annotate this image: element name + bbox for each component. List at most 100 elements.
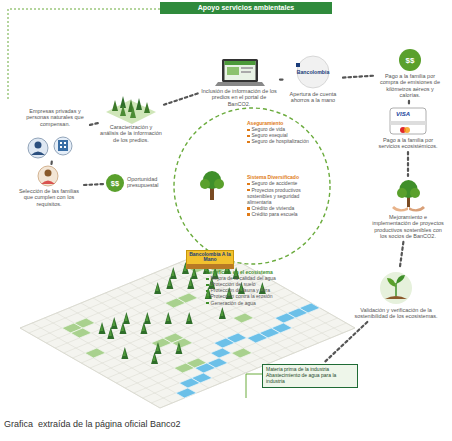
list-item: Mejora de la calidad del agua — [206, 275, 302, 281]
bullet — [206, 290, 209, 293]
list-item: Generación de agua — [206, 300, 302, 306]
tree — [177, 344, 180, 351]
bullet — [206, 284, 209, 287]
dashed-connector — [408, 101, 410, 104]
process-step: Empresas privadas y personas naturales q… — [22, 108, 88, 157]
tree — [121, 347, 128, 359]
tree — [186, 312, 193, 324]
green-cell — [74, 318, 95, 328]
process-step: Mejoramiento e implementación de proyect… — [372, 178, 444, 240]
tree-hands-icon — [410, 188, 420, 198]
company-icons — [60, 146, 62, 148]
tree — [171, 269, 174, 276]
tree — [123, 349, 126, 356]
tree-hands-icon — [392, 206, 408, 212]
tree-crown — [214, 179, 224, 189]
tree — [99, 322, 106, 334]
icon-label: VISA — [393, 111, 413, 117]
node-text: Mejoramiento e implementación de proyect… — [372, 214, 444, 240]
node-text: Bancolombia A la Mano — [189, 252, 231, 264]
node-text: Beneficios en el ecosistema — [206, 269, 273, 275]
icon-label: $$ — [399, 56, 421, 65]
river-cell — [275, 313, 296, 323]
node-text: Inclusión de información de los predios … — [200, 88, 278, 107]
node-text: Seguro de accidente — [252, 180, 298, 186]
laptop-icon — [225, 61, 256, 80]
dashed-connector — [400, 242, 404, 268]
seedling-icon — [380, 272, 412, 304]
green-cell — [233, 313, 254, 323]
node-text: Apertura de cuenta ahorros a la mano — [285, 91, 341, 104]
dashed-connector — [343, 76, 374, 78]
person-icon — [38, 166, 58, 186]
bank-icon — [296, 63, 300, 67]
tree — [154, 282, 161, 294]
tree — [123, 312, 130, 324]
company-icons — [31, 152, 45, 156]
card-icon — [390, 108, 426, 134]
process-step: Apertura de cuenta ahorros a la mano — [285, 55, 341, 104]
company-icons — [54, 137, 72, 155]
seedling-icon — [380, 272, 412, 304]
bullet — [247, 189, 250, 192]
tree — [154, 342, 161, 354]
card-icon — [404, 127, 410, 133]
tree — [219, 307, 226, 319]
forest-icon — [120, 105, 126, 116]
tree — [144, 312, 151, 324]
list-item: Protección contra la erosión — [206, 293, 302, 299]
tree — [107, 327, 114, 339]
tree — [192, 269, 195, 276]
bullet — [247, 135, 250, 138]
tree — [168, 279, 171, 286]
tree — [111, 317, 118, 329]
tree — [151, 352, 158, 364]
grid-line — [151, 323, 346, 403]
person-icon — [41, 181, 55, 185]
tree-hands-icon — [392, 180, 425, 212]
frame-line — [246, 374, 262, 398]
river-cell — [179, 378, 200, 388]
green-cell — [172, 338, 193, 348]
laptop-icon — [225, 61, 256, 65]
person-icon — [38, 166, 58, 186]
list-item: Proyectos productivos sostenibles y segu… — [247, 187, 319, 205]
forest-icon — [144, 102, 150, 113]
dashed-connector — [50, 160, 53, 165]
grid-line — [57, 313, 197, 393]
node-text: Protección de fauna y flora — [211, 287, 270, 293]
node-text: Sistema Diversificado — [247, 174, 299, 180]
node-text: Seguro de vida — [252, 126, 286, 132]
node-text: Seguro exequial — [252, 132, 288, 138]
green-cell — [71, 328, 92, 338]
dashed-connector — [90, 123, 98, 125]
grid-line — [142, 278, 282, 358]
dashed-connector — [280, 78, 283, 80]
laptop-icon — [215, 59, 265, 86]
trees — [99, 252, 266, 364]
icon-label: Bancolombia — [292, 69, 334, 75]
person-icon — [45, 170, 52, 177]
list-item: Crédito de vivienda — [247, 205, 319, 211]
grid-line — [160, 328, 355, 408]
river-cell — [210, 348, 231, 358]
laptop-icon — [222, 59, 258, 82]
bullet — [206, 302, 209, 305]
caption: Grafica extraída de la página oficial Ba… — [4, 419, 181, 429]
dashed-connector — [325, 322, 368, 362]
tree — [187, 314, 190, 321]
tree — [187, 277, 194, 289]
tree — [119, 322, 126, 334]
grid-line — [93, 298, 233, 378]
node-text: Pago a la familia por servicios ecosisté… — [376, 137, 440, 150]
tree — [156, 284, 159, 291]
tree — [109, 329, 112, 336]
company-icons — [28, 138, 48, 158]
list-item: Seguro de vida — [247, 126, 313, 132]
green-cell — [177, 293, 198, 303]
grid-line — [166, 268, 306, 348]
tree — [165, 312, 172, 324]
bullet — [247, 129, 250, 132]
card-icon — [390, 108, 426, 134]
